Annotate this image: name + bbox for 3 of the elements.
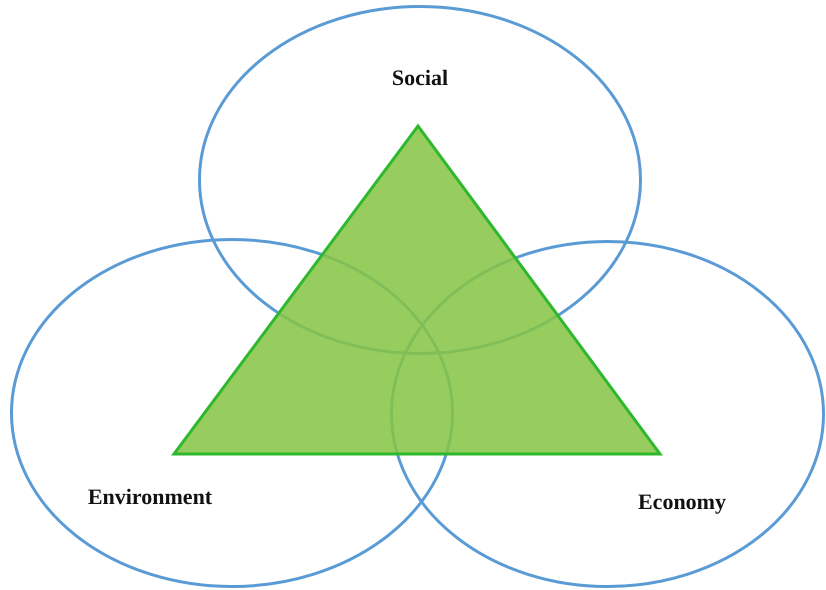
ellipse-label: Social bbox=[392, 65, 448, 91]
ellipse-label: Economy bbox=[638, 489, 726, 515]
ellipse-label: Environment bbox=[88, 484, 212, 510]
